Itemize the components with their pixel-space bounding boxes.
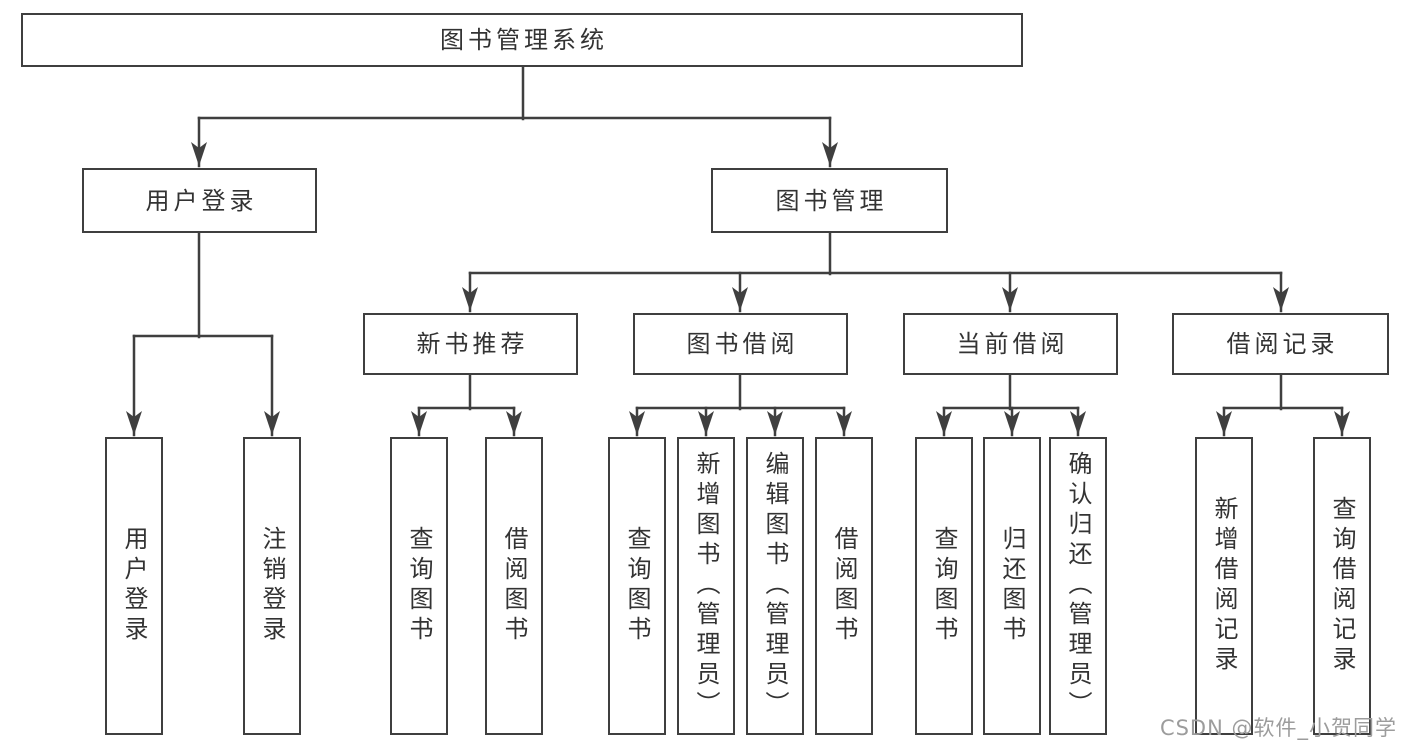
leaf-add-borrow-record: 新增借阅记录 (1195, 437, 1253, 735)
leaf-query-books-borrowing: 查询图书 (608, 437, 666, 735)
leaf-query-books-current: 查询图书 (915, 437, 973, 735)
leaf-logout: 注销登录 (243, 437, 301, 735)
connector-book-borrowing-branch (629, 373, 852, 437)
connector-borrow-records-branch (1216, 373, 1350, 437)
leaf-query-books-recommend: 查询图书 (390, 437, 448, 735)
connector-current-borrowing-branch (936, 373, 1086, 437)
node-borrowing-records: 借阅记录 (1172, 313, 1389, 375)
leaf-return-books: 归还图书 (983, 437, 1041, 735)
connector-new-book-branch (411, 373, 522, 437)
leaf-query-borrow-record: 查询借阅记录 (1313, 437, 1371, 735)
connector-book-management-branch (462, 231, 1289, 313)
node-book-borrowing: 图书借阅 (633, 313, 848, 375)
connector-root-to-level1 (191, 64, 838, 168)
leaf-confirm-return-admin: 确认归还（管理员） (1049, 437, 1107, 735)
leaf-user-login: 用户登录 (105, 437, 163, 735)
leaf-borrow-books-recommend: 借阅图书 (485, 437, 543, 735)
leaf-borrow-books-borrowing: 借阅图书 (815, 437, 873, 735)
node-new-book-recommendation: 新书推荐 (363, 313, 578, 375)
node-current-borrowing: 当前借阅 (903, 313, 1118, 375)
leaf-edit-books-admin: 编辑图书（管理员） (746, 437, 804, 735)
node-root: 图书管理系统 (21, 13, 1023, 67)
watermark: CSDN @软件_小贺同学 (1159, 716, 1397, 740)
node-user-login: 用户登录 (82, 168, 317, 233)
leaf-add-books-admin: 新增图书（管理员） (677, 437, 735, 735)
node-book-management: 图书管理 (711, 168, 948, 233)
connector-user-login-branch (126, 231, 280, 437)
